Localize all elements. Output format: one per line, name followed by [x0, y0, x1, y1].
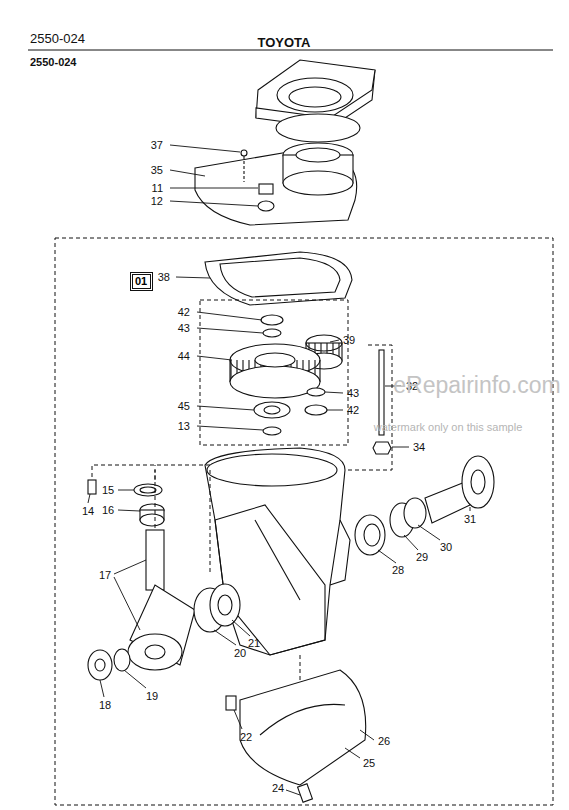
callout-number: 45: [178, 401, 190, 412]
callout-number: 20: [234, 648, 246, 659]
callout-number: 13: [178, 421, 190, 432]
callout-number: 30: [440, 542, 452, 553]
callout-number: 43: [347, 388, 359, 399]
callout-number: 11: [152, 183, 163, 194]
callout-number: 12: [151, 196, 163, 207]
group-number: 01: [131, 273, 152, 290]
page-code: 2550-024: [30, 57, 77, 68]
callout-number: 34: [413, 442, 425, 453]
callout-number: 42: [347, 405, 359, 416]
callout-number: 16: [102, 505, 114, 516]
callout-number: 44: [178, 351, 190, 362]
callout-number: 37: [151, 140, 163, 151]
header-rule: [28, 50, 553, 51]
callout-number: 43: [178, 323, 190, 334]
callout-number: 28: [392, 565, 404, 576]
callout-number: 31: [464, 514, 476, 525]
page-code: 2550-024: [30, 32, 85, 45]
callout-number: 38: [158, 272, 170, 283]
callout-number: 15: [102, 485, 114, 496]
callout-number: 26: [378, 736, 390, 747]
watermark: eRepairinfo.com: [393, 374, 560, 397]
callout-number: 39: [343, 335, 355, 346]
callout-number: 24: [272, 783, 284, 794]
callout-number: 14: [82, 506, 94, 517]
callout-number: 35: [151, 165, 163, 176]
callout-number: 42: [178, 307, 190, 318]
watermark: watermark only on this sample: [374, 422, 523, 433]
callout-number: 18: [99, 700, 111, 711]
callout-number: 21: [248, 638, 260, 649]
callout-number: 17: [99, 570, 111, 581]
callout-number: 25: [363, 758, 375, 769]
assembly-outline: [55, 238, 553, 805]
leader-lines: [88, 145, 470, 795]
callout-number: 22: [240, 732, 252, 743]
group-box: 01: [130, 272, 153, 291]
page-title: TOYOTA: [258, 36, 311, 49]
callout-number: 29: [416, 552, 428, 563]
callout-number: 19: [146, 691, 158, 702]
